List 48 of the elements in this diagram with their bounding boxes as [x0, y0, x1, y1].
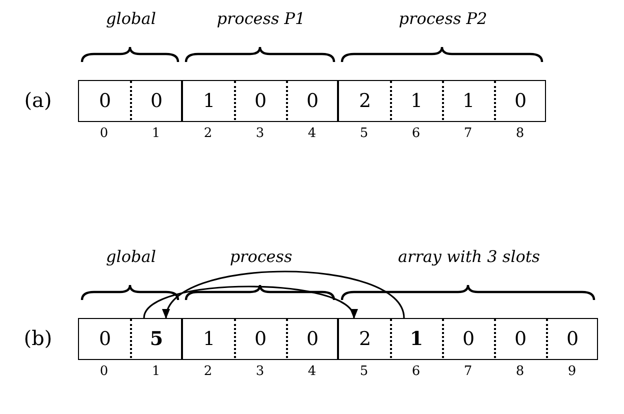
index-number: 7 [464, 126, 472, 141]
memory-cell: 1 [390, 319, 442, 358]
memory-cell: 0 [79, 319, 131, 358]
index-number: 8 [516, 126, 524, 141]
index-number: 5 [360, 126, 368, 141]
segment-label: process [230, 247, 292, 266]
index-number: 3 [256, 126, 264, 141]
memory-cell: 2 [339, 319, 391, 358]
memory-cell: 0 [286, 319, 338, 358]
index-number: 8 [516, 364, 524, 379]
memory-cell: 5 [130, 319, 182, 358]
index-number: 4 [308, 364, 316, 379]
index-number: 1 [152, 126, 160, 141]
segment-label: global [106, 247, 156, 266]
index-number: 9 [568, 364, 576, 379]
index-number: 4 [308, 126, 316, 141]
memory-cell: 0 [286, 81, 338, 120]
index-number: 5 [360, 364, 368, 379]
curved-arrow [165, 270, 405, 319]
index-number: 6 [412, 364, 420, 379]
row-label: (a) [24, 88, 52, 112]
index-number: 6 [412, 126, 420, 141]
index-number: 0 [100, 126, 108, 141]
memory-cell: 1 [183, 319, 235, 358]
segment-label: process P2 [398, 9, 488, 28]
memory-cell: 0 [130, 81, 182, 120]
index-number: 3 [256, 364, 264, 379]
memory-cell: 2 [339, 81, 391, 120]
segment-label: process P1 [216, 9, 306, 28]
memory-cell: 0 [494, 319, 546, 358]
index-number: 2 [204, 126, 212, 141]
memory-cell: 1 [442, 81, 494, 120]
memory-cell: 0 [546, 319, 598, 358]
memory-cell: 1 [183, 81, 235, 120]
curved-arrow [143, 286, 355, 319]
index-number: 7 [464, 364, 472, 379]
segment-label: array with 3 slots [398, 247, 540, 266]
memory-cell: 0 [442, 319, 494, 358]
index-number: 2 [204, 364, 212, 379]
index-number: 0 [100, 364, 108, 379]
memory-cell: 0 [494, 81, 546, 120]
memory-cell: 0 [79, 81, 131, 120]
row-label: (b) [24, 326, 52, 350]
memory-cell: 1 [390, 81, 442, 120]
segment-label: global [106, 9, 156, 28]
index-number: 1 [152, 364, 160, 379]
memory-cell: 0 [234, 319, 286, 358]
memory-cell: 0 [234, 81, 286, 120]
